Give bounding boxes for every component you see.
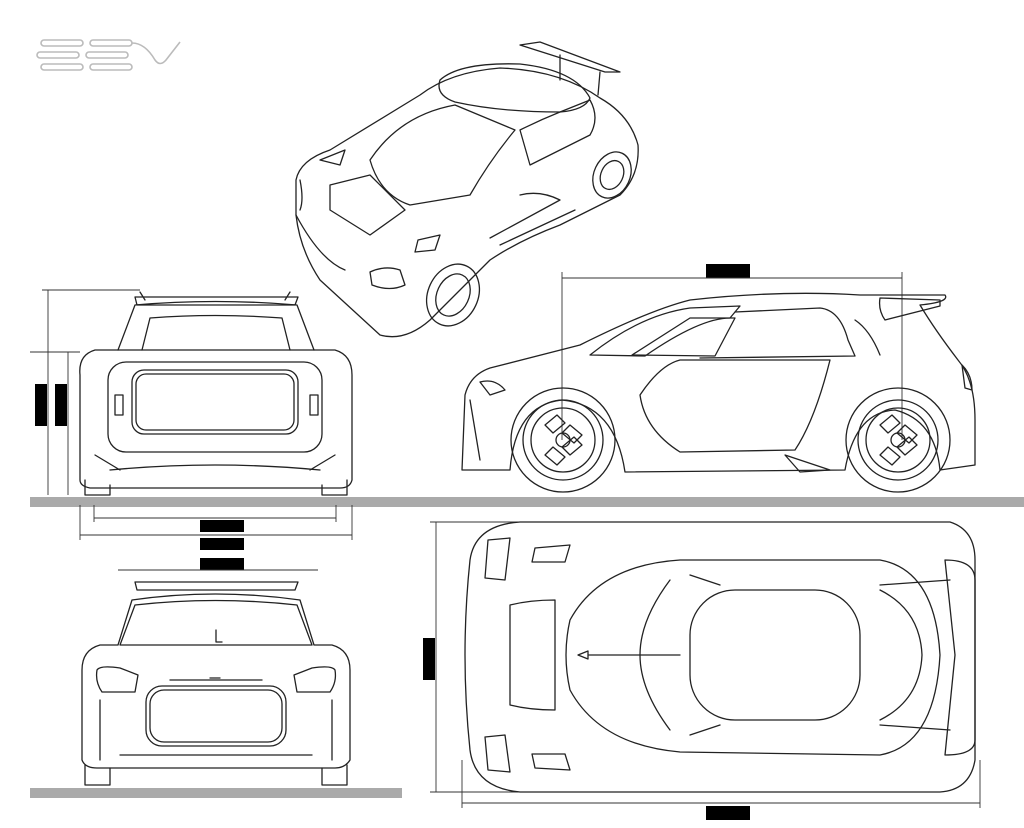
dimension-markers <box>35 264 750 820</box>
dimension-lines <box>30 272 981 808</box>
perspective-view <box>295 41 639 338</box>
ground-line-lower <box>30 788 402 798</box>
front-view <box>81 581 351 786</box>
side-view <box>461 292 976 493</box>
eev-logo <box>36 39 181 71</box>
top-view <box>464 521 976 793</box>
ground-line-upper <box>30 497 1024 507</box>
rear-view <box>79 291 353 496</box>
